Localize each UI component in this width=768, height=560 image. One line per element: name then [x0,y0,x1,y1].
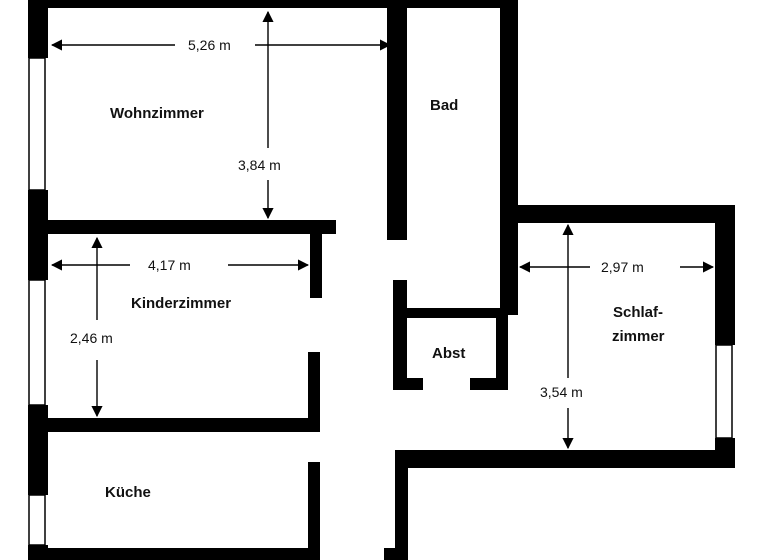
room-label-wohnzimmer: Wohnzimmer [110,105,204,122]
dim-label-kinder-depth: 2,46 m [70,330,113,346]
wall-schlaf-left [500,223,518,258]
window-left-3 [28,494,46,546]
wall-corridor-right [395,450,408,560]
window-left-2 [28,279,46,406]
dim-label-schlaf-width: 2,97 m [601,259,644,275]
dim-label-wohn-depth: 3,84 m [238,157,281,173]
dim-label-kinder-width: 4,17 m [148,257,191,273]
room-label-bad: Bad [430,97,458,114]
dimension-lines [50,10,715,450]
wall-abst-right [496,318,508,390]
wall-kinder-right [310,220,322,298]
wall-kueche-right [308,462,320,560]
wall-abst-bottom-left [393,378,423,390]
room-label-kueche: Küche [105,484,151,501]
room-label-abst: Abst [432,345,465,362]
dim-label-schlaf-depth: 3,54 m [540,384,583,400]
wall-top [28,0,518,8]
room-label-kinderzimmer: Kinderzimmer [131,295,231,312]
walls [28,0,735,560]
wall-bad-right [500,0,518,315]
wall-left-2 [28,190,48,280]
wall-wohn-bottom [28,220,336,234]
wall-wohn-bad [387,0,407,240]
window-left-1 [28,57,46,191]
window-right [715,344,733,439]
wall-abst-left [393,318,407,390]
room-label-schlaf-line1: Schlaf- [613,304,663,321]
wall-bad-left-lower [393,280,407,318]
wall-left-1 [28,0,48,58]
wall-schlaf-right-1 [715,205,735,345]
wall-kinder-right-lower [308,352,320,432]
room-label-schlaf-line2: zimmer [612,328,665,345]
wall-schlaf-bottom [395,450,735,468]
wall-kinder-kueche [28,418,318,432]
dim-label-wohn-width: 5,26 m [188,37,231,53]
wall-bad-bottom [393,308,508,318]
wall-bottom-left [28,548,320,560]
wall-schlaf-top [500,205,735,223]
